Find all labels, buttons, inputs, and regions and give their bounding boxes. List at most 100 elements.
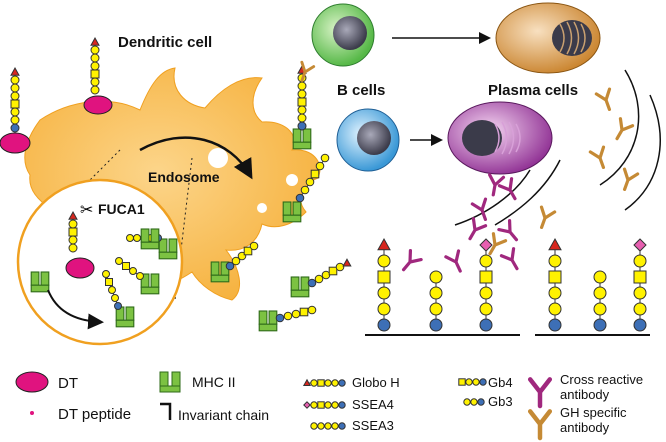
secretion-arc [624,94,661,211]
galactose-symbol [90,45,100,55]
plasma-cells-label: Plasma cells [488,82,578,99]
loading-arrow [47,289,104,330]
galactose-symbol [324,379,332,387]
dt-carrier [65,257,95,279]
galactose-symbol [320,153,330,163]
galnac-symbol [377,270,391,284]
vesicle [257,203,267,213]
dt-legend-icon [15,371,49,393]
glucose-symbol [377,318,391,332]
dt-carrier [83,95,113,115]
galactose-symbol [429,270,443,284]
legend-ssea3: SSEA3 [352,418,394,433]
glucose-symbol [633,318,647,332]
galactose-symbol [593,270,607,284]
sialic-acid-symbol [479,238,493,252]
antibody-shape [527,409,553,441]
mhc-base [158,251,178,260]
galactose-symbol [291,309,301,319]
glucose-symbol [307,278,317,288]
galactose-symbol [90,61,100,71]
antibody-icon [615,117,635,141]
galactose-symbol [479,254,493,268]
legend-globo-h: Globo H [352,375,400,390]
mhc-ii-icon [282,201,302,223]
glucose-symbol [479,318,493,332]
galactose-symbol [90,53,100,63]
antibody-shape [497,219,519,242]
legend-dt-peptide: DT peptide [58,406,131,423]
glycan-chain [225,241,259,271]
galactose-symbol [126,234,134,242]
galnac-symbol [310,169,320,179]
glucose-symbol [295,193,305,203]
glucose-symbol [338,401,346,409]
fucose-symbol [68,210,78,220]
galactose-symbol [321,270,331,280]
antibody-icon [470,197,488,221]
mhc-alpha [140,228,150,243]
glycan-chain [275,305,317,323]
galnac-symbol [68,227,78,237]
galactose-symbol [548,286,562,300]
galnac-symbol [299,307,309,317]
endosome-zoom-circle [16,178,184,346]
galactose-symbol [324,422,332,430]
galactose-symbol [633,302,647,316]
galactose-symbol [633,254,647,268]
galactose-symbol [548,302,562,316]
mhc-alpha [210,261,220,276]
galnac-symbol [297,97,307,107]
galactose-symbol [307,305,317,315]
b-cell-blue [336,108,400,172]
galactose-symbol [377,286,391,300]
antibody-shape [497,177,517,201]
galnac-symbol [90,69,100,79]
galactose-symbol [297,89,307,99]
glucose-symbol [477,398,485,406]
antibody-icon [401,249,423,272]
antibody-shape [300,60,316,82]
fucose-symbol [548,237,562,251]
mhc-base [290,289,310,298]
galactose-symbol [479,286,493,300]
galactose-symbol [310,401,318,409]
galactose-symbol [310,422,318,430]
legend-cross-reactive-1: Cross reactive [560,372,643,387]
scissors-icon: ✂ [80,200,93,219]
galnac-symbol [317,401,325,409]
fucose-symbol [377,237,391,251]
legend: DT DT peptide MHC II Invariant chain Glo… [15,371,643,435]
galactose-symbol [429,286,443,300]
mhc-alpha [282,201,292,216]
glycan-chain [463,398,485,406]
galactose-symbol [470,398,478,406]
glucose-symbol [297,121,307,131]
glucose-symbol [225,261,235,271]
antibody-icon [622,167,640,191]
galactose-symbol [68,235,78,245]
galactose-symbol [331,422,339,430]
legend-gh-specific-2: antibody [560,420,610,435]
fucose-symbol [302,378,312,387]
glycan-chain [548,237,562,332]
mhc-beta [292,201,302,216]
galnac-symbol [328,266,338,276]
galactose-symbol [136,272,144,280]
antibody-icon [488,232,508,256]
mhc-base [140,286,160,295]
galnac-symbol [479,270,493,284]
dendritic-cell-label: Dendritic cell [118,34,212,51]
legend-dt: DT [58,375,78,392]
glycan-chain [90,36,100,95]
secretion-arc [599,69,640,186]
antibody-shape [588,145,606,169]
plasma-cell-orange [495,2,601,74]
legend-gb3: Gb3 [488,394,513,409]
glycan-chain [297,64,307,131]
galactose-symbol [133,234,141,242]
galactose-symbol [10,83,20,93]
mhc-alpha [30,271,40,286]
glycan-chain [479,238,493,332]
antibody-shape [615,117,635,141]
